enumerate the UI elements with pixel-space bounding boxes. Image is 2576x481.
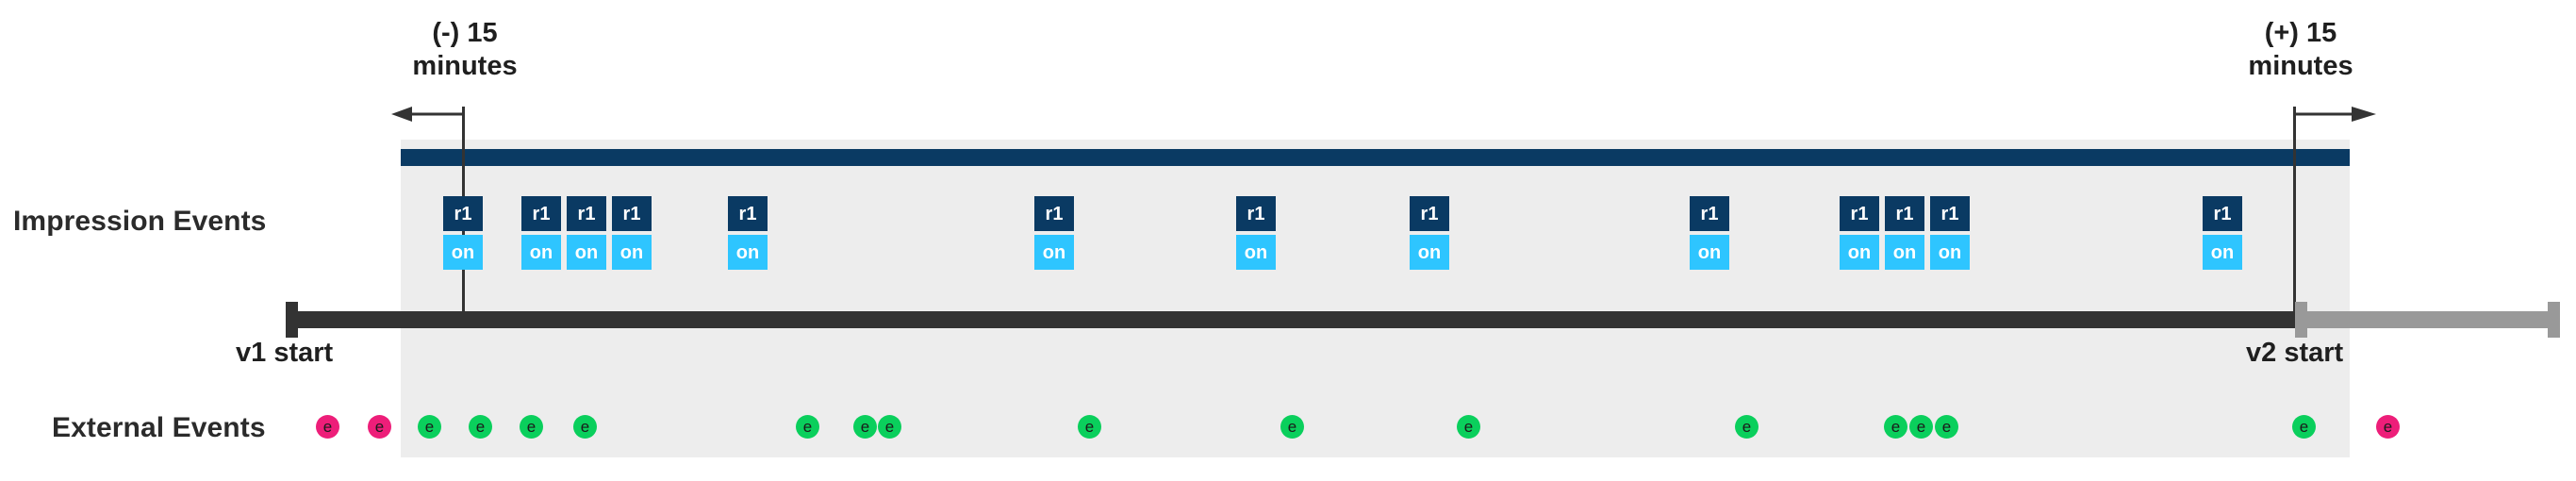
impression-badge-pair[interactable]: r1 on xyxy=(443,196,483,270)
state-badge[interactable]: on xyxy=(1690,235,1729,270)
impression-badge-pair[interactable]: r1 on xyxy=(728,196,768,270)
right-offset-annotation: (+) 15 minutes xyxy=(2145,17,2456,84)
ruleset-badge[interactable]: r1 xyxy=(728,196,768,231)
v2-timeline-bar xyxy=(2295,311,2560,328)
external-event-dot[interactable]: e xyxy=(469,415,492,439)
impression-badge-group: r1 on xyxy=(1236,196,1276,270)
external-event-dot[interactable]: e xyxy=(1909,415,1933,439)
external-event-dot[interactable]: e xyxy=(1884,415,1907,439)
ruleset-badge[interactable]: r1 xyxy=(1690,196,1729,231)
impression-badge-pair[interactable]: r1 on xyxy=(1840,196,1879,270)
ruleset-badge[interactable]: r1 xyxy=(1034,196,1074,231)
plus-15-guide-line xyxy=(2293,107,2296,325)
ruleset-badge[interactable]: r1 xyxy=(567,196,606,231)
ruleset-badge[interactable]: r1 xyxy=(612,196,652,231)
external-event-dot[interactable]: e xyxy=(853,415,877,439)
state-badge[interactable]: on xyxy=(1410,235,1449,270)
left-offset-arrow-icon xyxy=(391,107,463,122)
right-offset-line2: minutes xyxy=(2248,51,2353,82)
impression-badge-group: r1 on xyxy=(728,196,768,270)
external-event-dot[interactable]: e xyxy=(1280,415,1304,439)
ruleset-badge[interactable]: r1 xyxy=(1885,196,1924,231)
external-event-dot[interactable]: e xyxy=(1078,415,1101,439)
external-event-dot[interactable]: e xyxy=(520,415,543,439)
ruleset-badge[interactable]: r1 xyxy=(2203,196,2242,231)
left-offset-line2: minutes xyxy=(412,51,518,82)
state-badge[interactable]: on xyxy=(612,235,652,270)
external-event-dot[interactable]: e xyxy=(573,415,597,439)
state-badge[interactable]: on xyxy=(521,235,561,270)
state-badge[interactable]: on xyxy=(2203,235,2242,270)
state-badge[interactable]: on xyxy=(1840,235,1879,270)
ruleset-badge[interactable]: r1 xyxy=(1236,196,1276,231)
v1-timeline-bar xyxy=(286,311,2295,328)
state-badge[interactable]: on xyxy=(1034,235,1074,270)
impression-badge-pair[interactable]: r1 on xyxy=(1690,196,1729,270)
right-offset-arrow-icon xyxy=(2295,107,2376,122)
ruleset-badge[interactable]: r1 xyxy=(521,196,561,231)
impression-badge-pair[interactable]: r1 on xyxy=(612,196,652,270)
external-event-dot[interactable]: e xyxy=(2376,415,2400,439)
impression-badge-group: r1 on xyxy=(2203,196,2242,270)
impression-badge-group: r1 on xyxy=(443,196,483,270)
state-badge[interactable]: on xyxy=(1885,235,1924,270)
right-offset-line1: (+) 15 xyxy=(2264,18,2337,48)
impression-badge-group: r1 on xyxy=(1410,196,1449,270)
impression-band-bar xyxy=(401,149,2350,166)
external-event-dot[interactable]: e xyxy=(1457,415,1480,439)
left-offset-line1: (-) 15 xyxy=(432,18,498,48)
external-event-dot[interactable]: e xyxy=(2292,415,2316,439)
impression-badge-pair[interactable]: r1 on xyxy=(567,196,606,270)
impression-badge-group: r1 on xyxy=(1690,196,1729,270)
impression-badge-pair[interactable]: r1 on xyxy=(1236,196,1276,270)
impression-badge-pair[interactable]: r1 on xyxy=(1410,196,1449,270)
observation-window-panel xyxy=(401,140,2350,457)
external-event-dot[interactable]: e xyxy=(1735,415,1759,439)
impression-badge-pair[interactable]: r1 on xyxy=(2203,196,2242,270)
impression-badge-pair[interactable]: r1 on xyxy=(1034,196,1074,270)
ruleset-badge[interactable]: r1 xyxy=(443,196,483,231)
ruleset-badge[interactable]: r1 xyxy=(1930,196,1970,231)
external-event-dot[interactable]: e xyxy=(418,415,441,439)
v1-start-label: v1 start xyxy=(236,338,334,368)
state-badge[interactable]: on xyxy=(443,235,483,270)
state-badge[interactable]: on xyxy=(1236,235,1276,270)
impression-events-label: Impression Events xyxy=(13,206,267,237)
external-event-dot[interactable]: e xyxy=(316,415,339,439)
external-event-dot[interactable]: e xyxy=(1935,415,1958,439)
impression-badge-pair[interactable]: r1 on xyxy=(1930,196,1970,270)
ruleset-badge[interactable]: r1 xyxy=(1410,196,1449,231)
state-badge[interactable]: on xyxy=(1930,235,1970,270)
impression-badge-pair[interactable]: r1 on xyxy=(521,196,561,270)
external-event-dot[interactable]: e xyxy=(796,415,819,439)
v2-start-label: v2 start xyxy=(2246,338,2344,368)
external-event-dot[interactable]: e xyxy=(878,415,901,439)
external-event-dot[interactable]: e xyxy=(368,415,391,439)
left-offset-annotation: (-) 15 minutes xyxy=(309,17,620,84)
impression-badge-group: r1 on xyxy=(1034,196,1074,270)
ruleset-badge[interactable]: r1 xyxy=(1840,196,1879,231)
state-badge[interactable]: on xyxy=(567,235,606,270)
impression-badge-pair[interactable]: r1 on xyxy=(1885,196,1924,270)
v2-end-cap xyxy=(2548,302,2560,338)
state-badge[interactable]: on xyxy=(728,235,768,270)
external-events-label: External Events xyxy=(52,412,266,443)
